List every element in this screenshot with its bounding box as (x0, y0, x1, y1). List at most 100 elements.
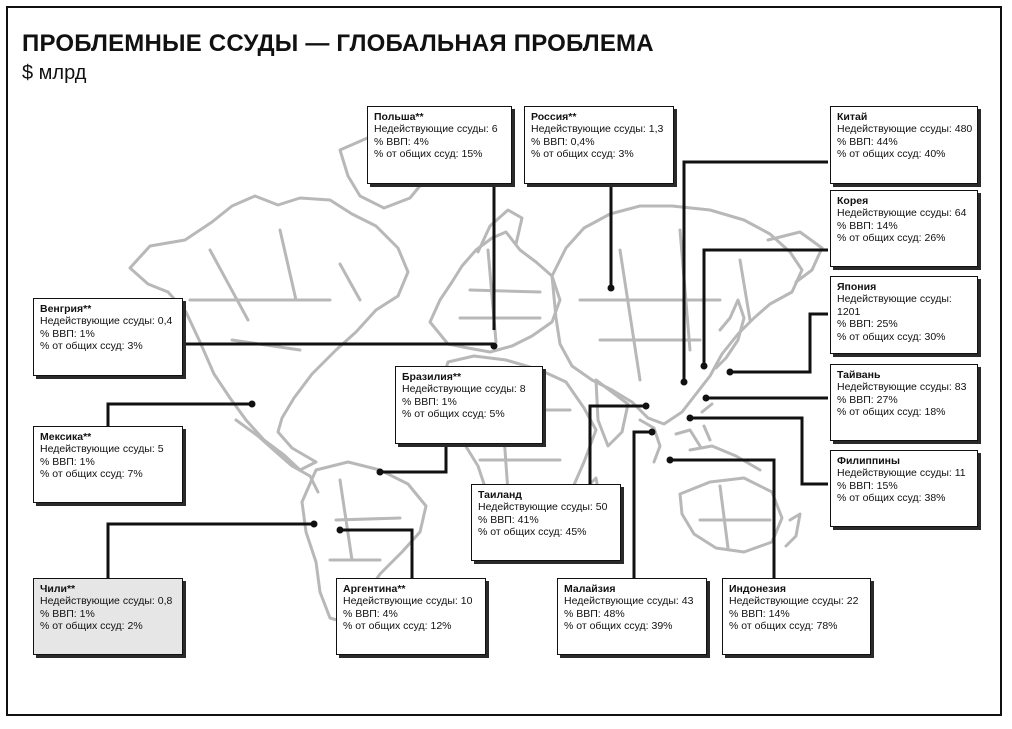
leader-lines (106, 160, 828, 578)
npl-value: Недействующие ссуды: 1,3 (531, 123, 664, 136)
callout-korea: Корея Недействующие ссуды: 64 % ВВП: 14%… (830, 190, 978, 267)
npl-value: Недействующие ссуды: 8 (402, 383, 526, 396)
landmass-southeast-asia (638, 402, 762, 472)
npl-value: Недействующие ссуды: 480 (837, 123, 973, 136)
callout-malaysia: Малайзия Недействующие ссуды: 43 % ВВП: … (557, 578, 707, 655)
loan-share: % от общих ссуд: 38% (837, 492, 946, 505)
npl-value: Недействующие ссуды: 5 (40, 443, 164, 456)
country-name: Корея (837, 195, 869, 207)
country-name: Аргентина** (343, 583, 406, 595)
dot-china (680, 378, 688, 386)
loan-share: % от общих ссуд: 15% (374, 148, 483, 161)
country-name: Индонезия (729, 583, 786, 595)
loan-share: % от общих ссуд: 78% (729, 620, 838, 633)
callout-china: Китай Недействующие ссуды: 480 % ВВП: 44… (830, 106, 978, 184)
landmass-south-america-lines (328, 478, 402, 562)
npl-value: Недействующие ссуды: 0,8 (40, 595, 173, 608)
landmass-europe-lines (458, 248, 542, 344)
callout-taiwan: Тайвань Недействующие ссуды: 83 % ВВП: 2… (830, 364, 978, 441)
gdp-share: % ВВП: 14% (729, 607, 790, 620)
landmass-australia-lines (698, 484, 772, 550)
npl-value: Недействующие ссуды: 6 (374, 123, 498, 136)
map-title: ПРОБЛЕМНЫЕ ССУДЫ — ГЛОБАЛЬНАЯ ПРОБЛЕМА (22, 30, 654, 57)
dot-brazil (376, 468, 384, 476)
leader-philippines (690, 416, 828, 486)
country-name: Китай (837, 111, 868, 123)
leader-korea (702, 248, 828, 366)
loan-share: % от общих ссуд: 5% (402, 408, 505, 421)
dot-japan (726, 368, 734, 376)
leader-malaysia (632, 430, 652, 578)
npl-value: Недействующие ссуды: 1201 (837, 293, 952, 318)
callout-philippines: Филиппины Недействующие ссуды: 11 % ВВП:… (830, 450, 978, 527)
landmass-canada-lines (188, 228, 362, 352)
npl-value: Недействующие ссуды: 0,4 (40, 315, 173, 328)
callout-poland: Польша** Недействующие ссуды: 6 % ВВП: 4… (367, 106, 512, 184)
dot-taiwan (702, 394, 710, 402)
dot-indonesia (666, 456, 674, 464)
leader-chile (106, 522, 314, 578)
dot-thailand (642, 402, 650, 410)
loan-share: % от общих ссуд: 45% (478, 526, 587, 539)
loan-share: % от общих ссуд: 3% (531, 148, 634, 161)
dot-argentina (336, 526, 344, 534)
npl-value: Недействующие ссуды: 83 (837, 381, 967, 394)
gdp-share: % ВВП: 1% (40, 455, 95, 468)
dot-mexico (248, 400, 256, 408)
loan-share: % от общих ссуд: 39% (564, 620, 673, 633)
loan-share: % от общих ссуд: 30% (837, 330, 946, 343)
country-name: Малайзия (564, 583, 616, 595)
leader-mexico (106, 402, 252, 426)
map-subtitle: $ млрд (22, 62, 87, 84)
npl-value: Недействующие ссуды: 11 (837, 467, 966, 480)
country-name: Россия** (531, 111, 577, 123)
dot-philippines (686, 414, 694, 422)
gdp-share: % ВВП: 25% (837, 318, 898, 331)
callout-mexico: Мексика** Недействующие ссуды: 5 % ВВП: … (33, 426, 183, 503)
npl-value: Недействующие ссуды: 50 (478, 501, 608, 514)
callout-chile: Чили** Недействующие ссуды: 0,8 % ВВП: 1… (33, 578, 183, 655)
loan-share: % от общих ссуд: 3% (40, 340, 143, 353)
location-dots (248, 284, 734, 534)
country-name: Бразилия** (402, 371, 462, 383)
callout-russia: Россия** Недействующие ссуды: 1,3 % ВВП:… (524, 106, 674, 184)
callout-thailand: Таиланд Недействующие ссуды: 50 % ВВП: 4… (471, 484, 621, 561)
country-name: Таиланд (478, 489, 522, 501)
loan-share: % от общих ссуд: 7% (40, 468, 143, 481)
landmass-india (594, 378, 630, 448)
callout-hungary: Венгрия** Недействующие ссуды: 0,4 % ВВП… (33, 298, 183, 376)
loan-share: % от общих ссуд: 18% (837, 406, 946, 419)
landmass-scandinavia (476, 208, 524, 254)
landmass-asia (550, 204, 804, 426)
callout-japan: Япония Недействующие ссуды: 1201 % ВВП: … (830, 276, 978, 354)
country-name: Венгрия** (40, 303, 92, 315)
callout-indonesia: Индонезия Недействующие ссуды: 22 % ВВП:… (722, 578, 871, 655)
gdp-share: % ВВП: 48% (564, 607, 625, 620)
dot-korea (700, 362, 708, 370)
landmass-far-east (766, 230, 824, 284)
country-name: Мексика** (40, 431, 92, 443)
gdp-share: % ВВП: 27% (837, 393, 898, 406)
loan-share: % от общих ссуд: 40% (837, 148, 946, 161)
gdp-share: % ВВП: 15% (837, 479, 898, 492)
dot-malaysia (648, 428, 656, 436)
gdp-share: % ВВП: 41% (478, 513, 539, 526)
dot-russia (607, 284, 615, 292)
landmass-new-zealand (784, 512, 802, 548)
callout-brazil: Бразилия** Недействующие ссуды: 8 % ВВП:… (395, 366, 543, 444)
gdp-share: % ВВП: 4% (343, 607, 398, 620)
npl-value: Недействующие ссуды: 43 (564, 595, 694, 608)
leader-japan (730, 312, 828, 374)
leader-indonesia (670, 458, 776, 578)
gdp-share: % ВВП: 0,4% (531, 135, 595, 148)
gdp-share: % ВВП: 1% (40, 327, 95, 340)
leader-argentina (340, 528, 414, 578)
country-name: Япония (837, 281, 877, 293)
country-name: Тайвань (837, 369, 881, 381)
npl-value: Недействующие ссуды: 22 (729, 595, 859, 608)
gdp-share: % ВВП: 14% (837, 219, 898, 232)
leader-brazil (380, 442, 448, 474)
leader-china (682, 160, 828, 382)
landmass-japan (714, 298, 746, 370)
country-name: Филиппины (837, 455, 900, 467)
